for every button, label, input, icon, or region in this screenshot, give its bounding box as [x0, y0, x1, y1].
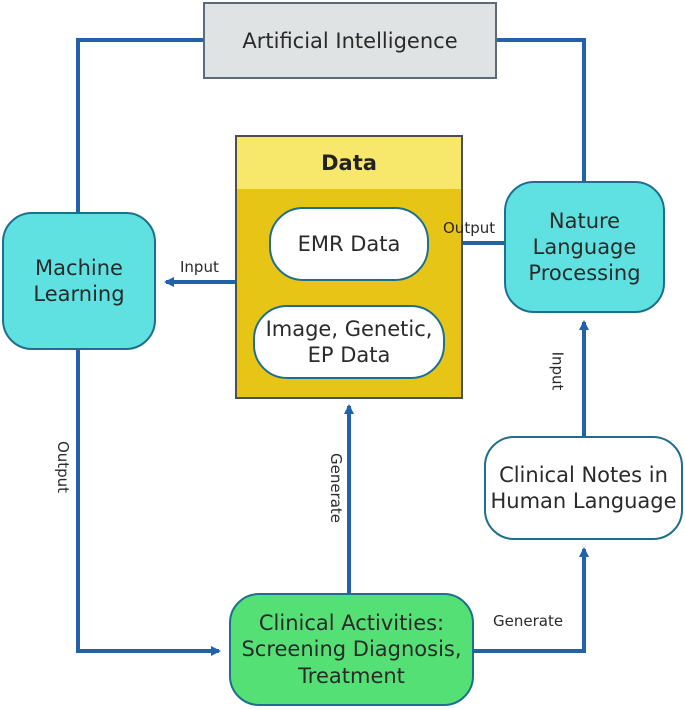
node-nlp-line1: Nature [548, 208, 621, 233]
arrow-ml-to-clinical [76, 350, 221, 656]
label-generate-data: Generate [327, 452, 346, 524]
label-ml-input: Input [180, 258, 219, 276]
connector-ai-nlp [497, 38, 586, 181]
node-clinical-line1: Clinical Activities: [258, 611, 445, 636]
node-artificial-intelligence: Artificial Intelligence [203, 2, 497, 79]
node-emr-data: EMR Data [269, 207, 429, 281]
node-machine-learning: Machine Learning [2, 212, 156, 350]
node-nlp-line3: Processing [528, 261, 641, 286]
node-ai-label: Artificial Intelligence [242, 28, 458, 53]
connector-ai-ml [76, 38, 203, 212]
label-nlp-output: Output [443, 219, 496, 237]
node-ml-line1: Machine [35, 255, 123, 280]
node-ml-line2: Learning [33, 282, 125, 306]
node-image-genetic-ep-data: Image, Genetic, EP Data [253, 305, 445, 379]
node-data: Data EMR Data Image, Genetic, EP Data [235, 135, 463, 399]
node-clinical-line3: Treatment [298, 663, 405, 688]
arrow-clinical-to-notes [474, 547, 589, 653]
data-title: Data [237, 137, 461, 189]
label-nlp-input: Input [548, 351, 567, 391]
node-notes-line1: Clinical Notes in [499, 462, 668, 487]
node-image-line1: Image, Genetic, [265, 316, 433, 341]
node-emr-label: EMR Data [297, 231, 401, 256]
node-clinical-notes: Clinical Notes in Human Language [484, 436, 683, 540]
node-nlp-line2: Language [532, 234, 637, 259]
node-image-line2: EP Data [307, 343, 391, 367]
node-clinical-activities: Clinical Activities: Screening Diagnosis… [229, 593, 474, 706]
label-ml-output: Output [54, 440, 73, 494]
node-nature-language-processing: Nature Language Processing [504, 181, 665, 313]
node-clinical-line2: Screening Diagnosis, [241, 637, 462, 662]
node-notes-line2: Human Language [490, 489, 677, 513]
label-generate-notes: Generate [493, 612, 564, 630]
